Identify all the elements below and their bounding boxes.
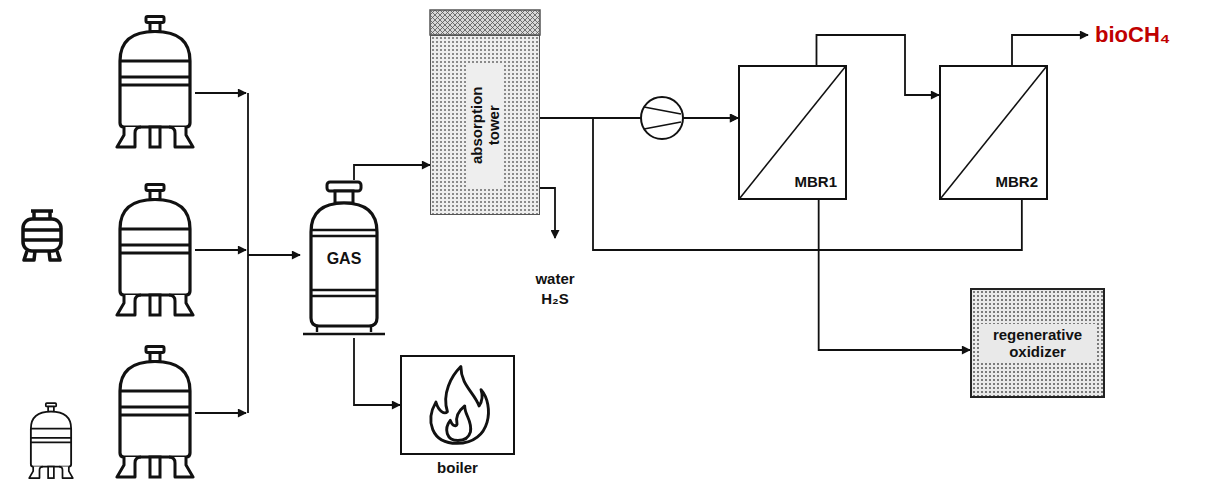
node-text: MBR1: [795, 173, 838, 190]
absorption-tower: absorption tower: [430, 35, 540, 215]
node-text: GAS: [327, 250, 362, 268]
flame-outer: [431, 367, 489, 444]
connector-layer: [354, 35, 1022, 405]
feed-arrow: [195, 92, 246, 94]
cylinder-base: [303, 326, 385, 334]
product-label: bioCH₄: [1095, 22, 1170, 48]
feed-arrow: [195, 412, 246, 414]
pressure-vessel-icon: [23, 211, 61, 260]
product-arrow: [1012, 35, 1088, 65]
flow-connector: [354, 338, 400, 405]
flow-connector: [819, 200, 970, 350]
boiler-box: boiler: [400, 355, 515, 455]
feed-arrow: [248, 254, 300, 256]
node-text: MBR2: [996, 173, 1039, 190]
tower-cap: [430, 10, 540, 35]
node-text: regenerative oxidizer: [979, 324, 1097, 363]
valve-neck: [335, 191, 353, 203]
digester-tank: [117, 17, 193, 148]
digester-tank: [117, 347, 193, 478]
membrane-box: MBR2: [939, 65, 1048, 200]
flame-icon: [402, 357, 513, 453]
membrane-line: [941, 67, 1046, 198]
flame-inner: [447, 406, 471, 441]
node-text: absorption tower: [467, 63, 504, 187]
feed-lines: [195, 93, 300, 413]
cylinder-body: [311, 203, 377, 326]
output-label: water: [535, 270, 574, 287]
feed-arrow: [195, 249, 246, 251]
feed-header: [247, 93, 249, 413]
membrane-line: [740, 67, 845, 198]
flow-connector: [354, 165, 430, 180]
digester-tank: [117, 185, 193, 316]
oxidizer-box: regenerative oxidizer: [970, 288, 1105, 398]
drain-arrow: [540, 188, 555, 238]
illustration: [23, 10, 1088, 478]
membrane-box: MBR1: [738, 65, 847, 200]
output-label: H₂S: [541, 290, 569, 307]
cylinder-bands: [311, 230, 377, 296]
compressor-symbol: [641, 97, 683, 139]
node-text: boiler: [382, 459, 533, 476]
small-tank-icon: [29, 403, 73, 478]
gas-holder: GAS: [303, 180, 385, 338]
